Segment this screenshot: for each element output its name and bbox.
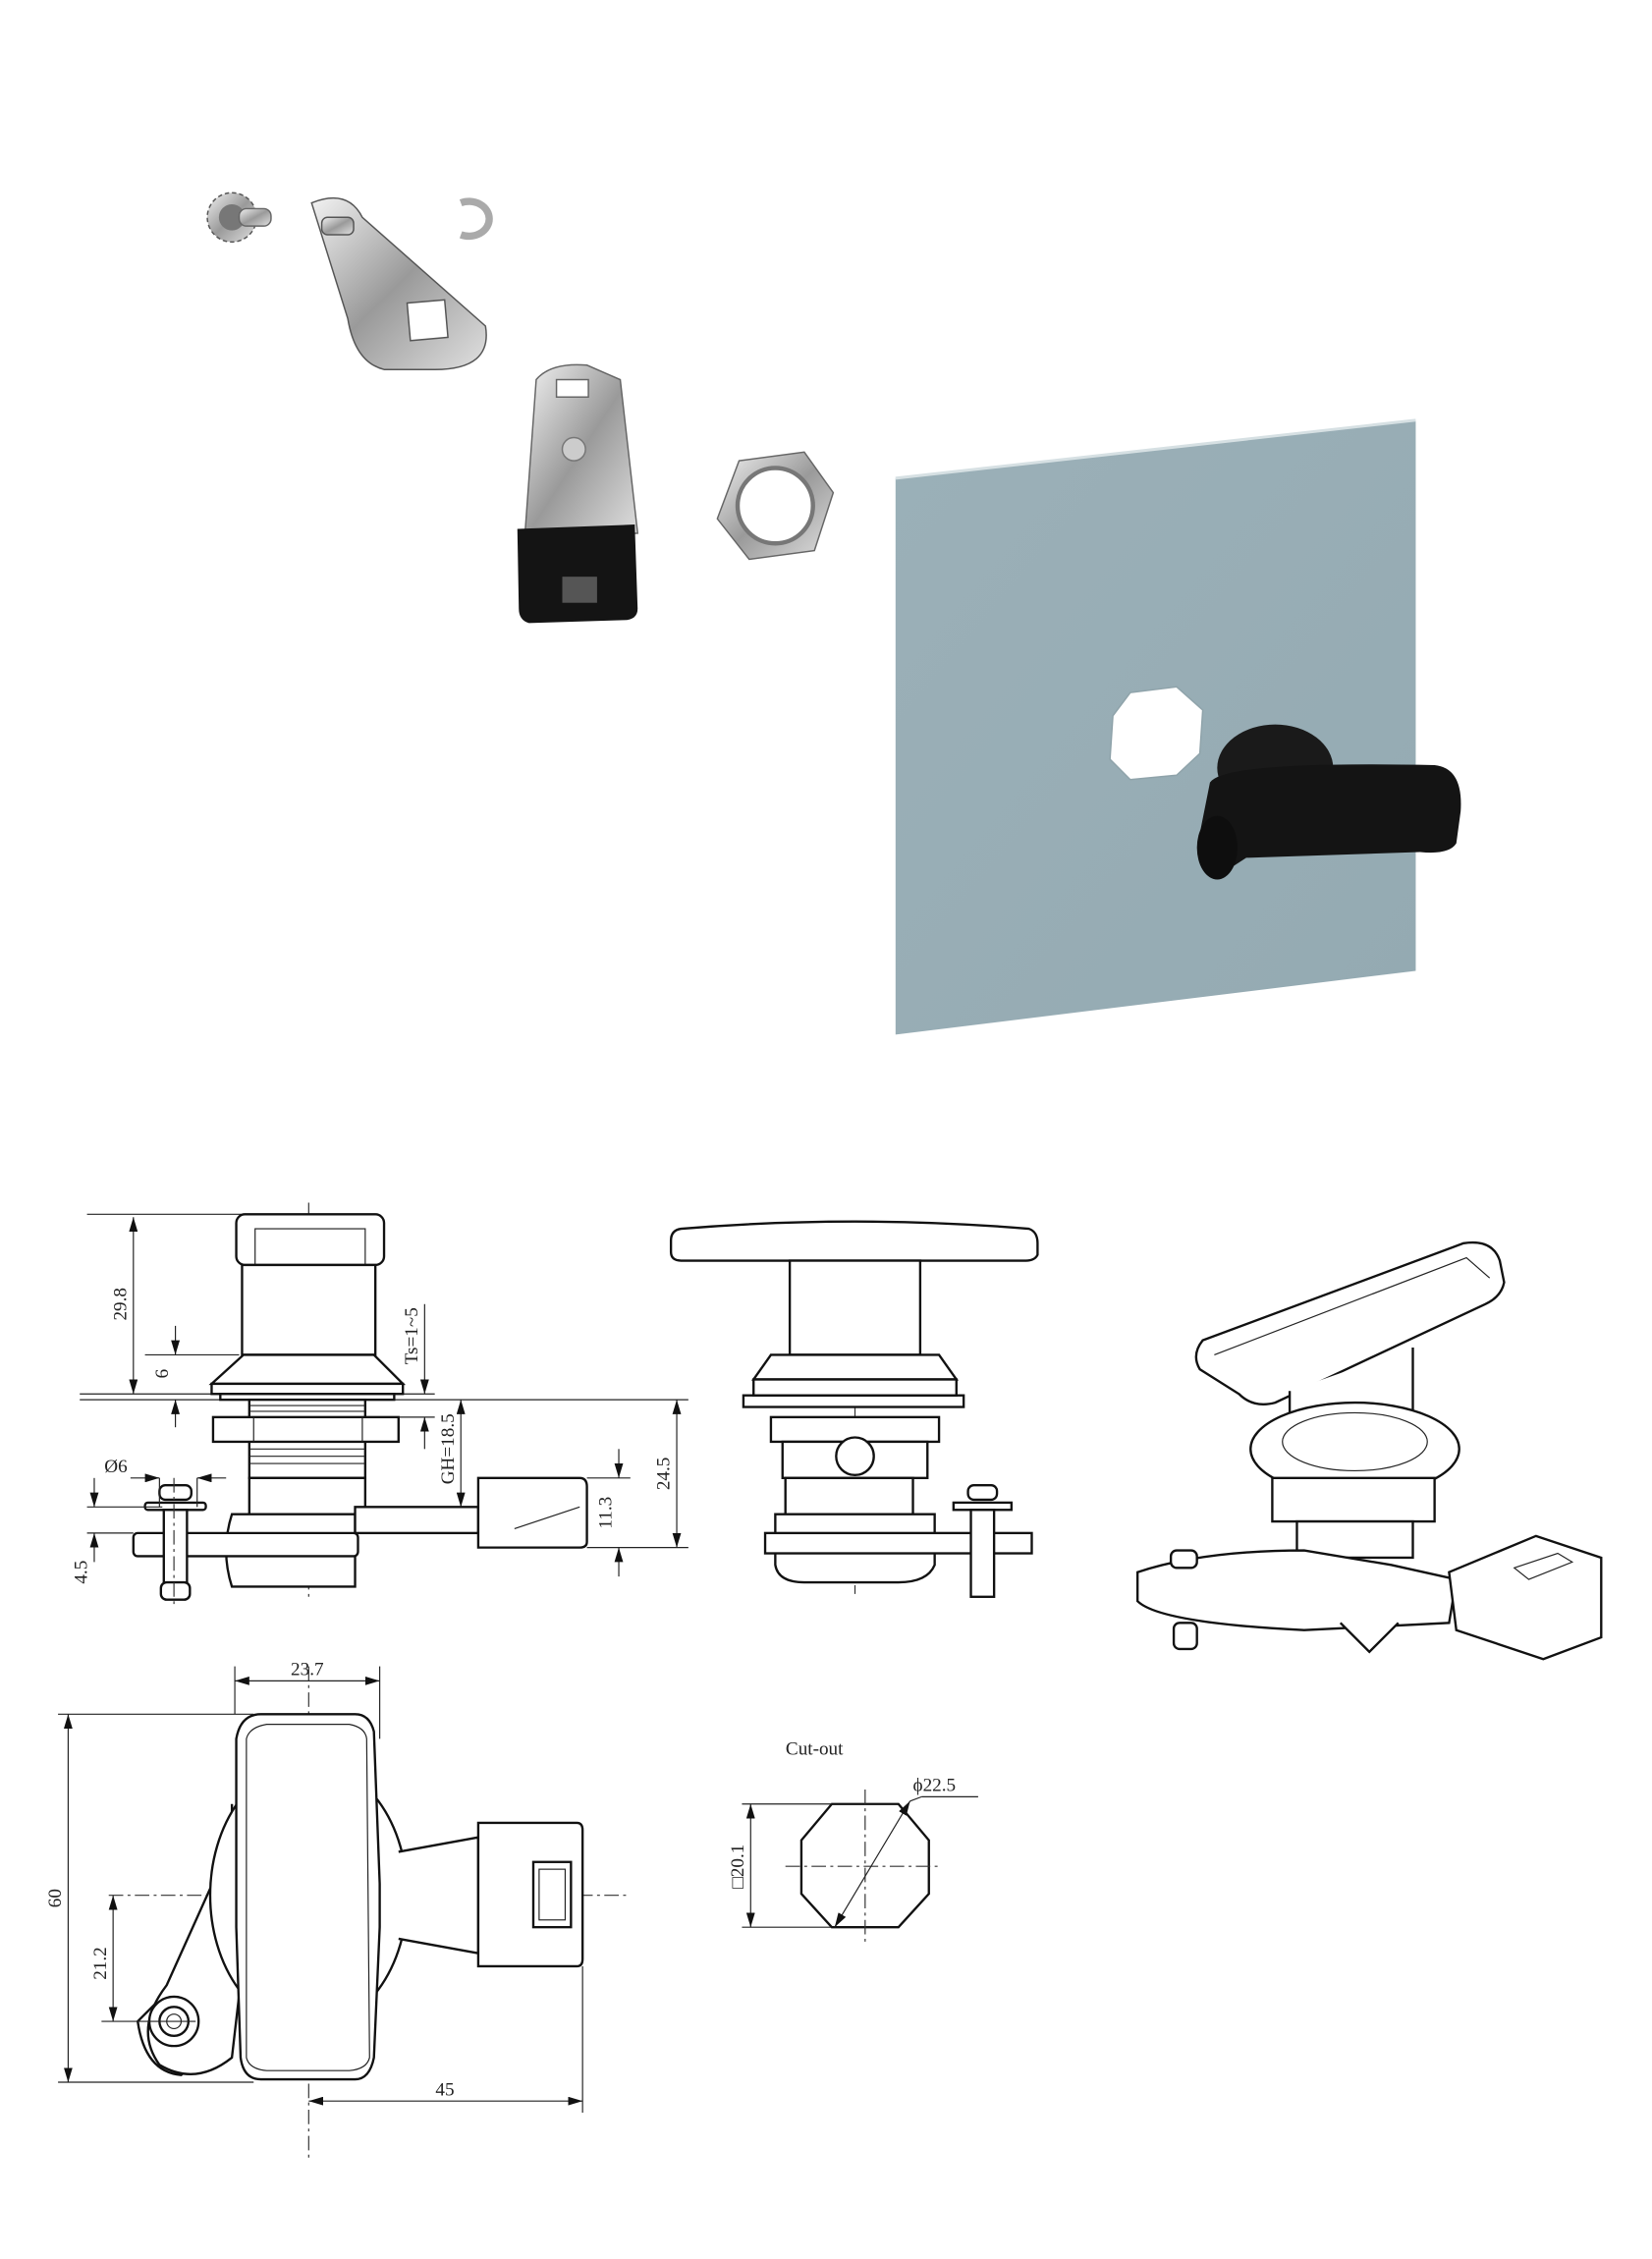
latch-lever-part bbox=[517, 363, 639, 624]
spline-gear-part bbox=[206, 192, 272, 244]
isometric-drawing bbox=[1136, 1240, 1603, 1661]
cutout-label: Cut-out bbox=[786, 1739, 844, 1760]
cutout-drawing: Cut-out ϕ22.5 □20.1 bbox=[728, 1739, 978, 1942]
dim-total-depth: 24.5 bbox=[654, 1458, 675, 1491]
panel-cutout-hole bbox=[1109, 686, 1204, 781]
dim-overall-height: 29.8 bbox=[110, 1288, 131, 1321]
dim-height: 60 bbox=[45, 1889, 66, 1907]
dim-pin-offset-top: 21.2 bbox=[90, 1947, 111, 1980]
dim-reach: 45 bbox=[435, 2079, 454, 2100]
e-clip-part bbox=[459, 197, 493, 241]
dim-handle-width: 23.7 bbox=[291, 1659, 324, 1680]
exploded-view bbox=[206, 192, 835, 624]
dim-bezel: 6 bbox=[152, 1369, 173, 1379]
dim-pin-dia: Ø6 bbox=[104, 1457, 127, 1477]
t-handle-installed bbox=[1196, 724, 1461, 880]
hex-nut-part bbox=[716, 451, 835, 561]
dim-grip: GH=18.5 bbox=[438, 1413, 459, 1484]
dim-thickness: Ts=1~5 bbox=[402, 1307, 422, 1364]
cam-arm-part bbox=[310, 196, 487, 370]
dim-cutout-square: □20.1 bbox=[728, 1845, 748, 1889]
side-view-drawing bbox=[669, 1220, 1039, 1598]
top-view-drawing: 23.7 60 21.2 45 bbox=[45, 1659, 627, 2163]
front-view-drawing: 29.8 6 Ts=1~5 GH=18.5 24.5 11.3 Ø6 4.5 bbox=[72, 1202, 688, 1609]
dim-cutout-diameter: ϕ22.5 bbox=[913, 1775, 957, 1795]
dim-latch: 11.3 bbox=[596, 1497, 617, 1529]
dim-pin-offset: 4.5 bbox=[72, 1561, 92, 1584]
mounting-panel bbox=[895, 418, 1461, 1035]
